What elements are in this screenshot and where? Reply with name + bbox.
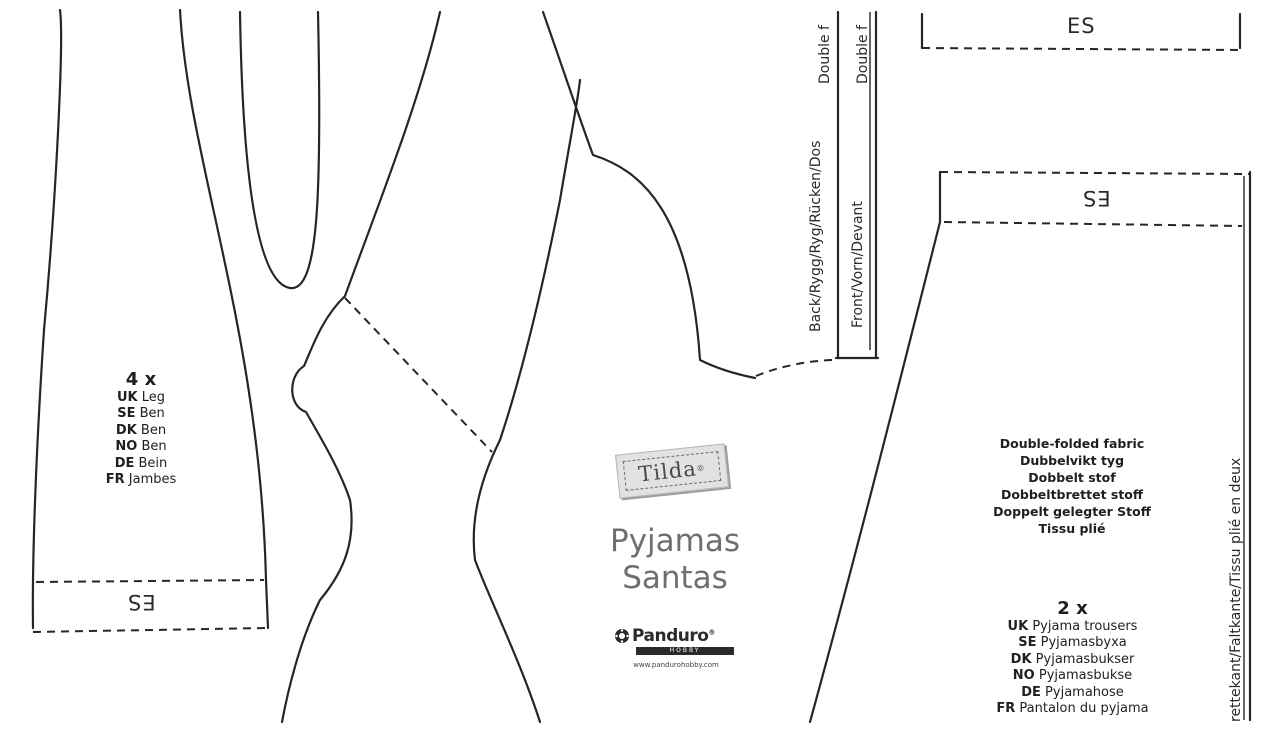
leg-row-code: DK — [115, 422, 137, 438]
trousers-row-text: Pantalon du pyjama — [1019, 701, 1149, 716]
trousers-row-text: Pyjamasbukse — [1038, 668, 1133, 683]
tilda-registered-mark: ® — [696, 463, 706, 473]
trousers-row-de: DE Pyjamahose — [990, 685, 1155, 702]
trousers-row-code: DK — [1010, 651, 1032, 667]
leg-row-code: FR — [105, 472, 125, 487]
leg-row-code: SE — [117, 406, 136, 421]
trousers-count: 2 x — [1057, 598, 1088, 619]
trousers-row-text: Pyjama trousers — [1032, 618, 1138, 634]
body-outline-left — [280, 10, 442, 724]
trousers-waist-seam-bottom — [943, 221, 1243, 227]
body-fold-label-2: Double f — [855, 25, 871, 84]
trousers-top-seam — [921, 47, 1241, 51]
trousers-row-no: NO Pyjamasbukse — [990, 668, 1155, 685]
leg-outline-left — [31, 8, 63, 630]
body-front-label: Front/Vorn/Devant — [850, 201, 866, 328]
trousers-row-dk: DK Pyjamasbukser — [990, 652, 1155, 669]
trousers-row-code: DE — [1021, 684, 1041, 700]
title-line-2: Santas — [622, 560, 728, 596]
body-outline-front — [498, 78, 582, 442]
leg-count: 4 x — [125, 369, 157, 390]
body-outline-right — [472, 438, 542, 724]
leg-row-text: Leg — [141, 389, 166, 405]
fabric-info-line: Double-folded fabric — [999, 436, 1145, 451]
leg-row-text: Ben — [141, 439, 167, 454]
body-seam-allowance — [344, 297, 493, 453]
panduro-flower-icon — [615, 629, 629, 643]
trousers-row-text: Pyjamahose — [1045, 684, 1124, 700]
leg-row-text: Jambes — [128, 472, 177, 487]
fabric-info-line: Doppelt gelegter Stoff — [993, 504, 1151, 519]
trousers-waist-seam-mark: ES — [1082, 186, 1111, 210]
title-line-1: Pyjamas — [610, 523, 740, 559]
body-seam-allowance-neck — [755, 359, 837, 377]
tilda-label-stitch: Tilda® — [622, 451, 722, 491]
trousers-row-text: Pyjamasbyxa — [1040, 635, 1127, 650]
panduro-wordmark: Panduro® — [632, 626, 715, 646]
panduro-registered-mark: ® — [708, 628, 715, 637]
leg-row-text: Ben — [140, 422, 167, 438]
trousers-fold-side-label: rettekant/Faltkante/Tissu plié en deux — [1228, 457, 1244, 722]
trousers-row-text: Pyjamasbukser — [1035, 651, 1135, 667]
trousers-row-code: SE — [1018, 635, 1037, 650]
leg-piece-info: 4 x UK Leg SE Ben DK Ben NO Ben DE Bein … — [96, 369, 186, 489]
panduro-logo: Panduro® HOBBY — [614, 626, 738, 660]
trousers-top-seam-mark: ES — [1067, 14, 1096, 38]
leg-row-code: DE — [114, 455, 135, 471]
leg-seam-allowance-top — [35, 579, 265, 583]
leg-outline-right — [178, 8, 270, 630]
trousers-row-fr: FR Pantalon du pyjama — [990, 701, 1155, 718]
leg-seam-mark: ES — [127, 590, 156, 614]
body-back-label: Back/Rygg/Ryg/Rücken/Dos — [808, 140, 824, 332]
trousers-outline-left — [808, 220, 942, 724]
leg-row-fr: FR Jambes — [96, 472, 186, 489]
leg-row-uk: UK Leg — [96, 390, 186, 407]
trousers-row-se: SE Pyjamasbyxa — [990, 635, 1155, 652]
leg-row-text: Bein — [138, 455, 168, 471]
leg-inner-loop — [238, 10, 321, 290]
body-outline-upper — [541, 10, 757, 380]
trousers-row-code: NO — [1012, 668, 1035, 683]
panduro-wordmark-text: Panduro — [632, 626, 709, 646]
leg-row-se: SE Ben — [96, 406, 186, 423]
tilda-wordmark: Tilda — [637, 456, 698, 487]
fabric-fold-info: Double-folded fabric Dubbelvikt tyg Dobb… — [975, 435, 1169, 537]
trousers-row-uk: UK Pyjama trousers — [990, 619, 1155, 636]
fabric-info-line: Dobbelt stof — [1028, 470, 1116, 485]
leg-row-dk: DK Ben — [96, 423, 186, 440]
pattern-title: Pyjamas Santas — [590, 523, 760, 597]
leg-seam-allowance-bottom — [32, 627, 269, 633]
leg-row-de: DE Bein — [96, 456, 186, 473]
fabric-info-line: Dubbelvikt tyg — [1019, 453, 1125, 468]
leg-row-code: UK — [116, 389, 138, 405]
body-fold-label-1: Double f — [817, 25, 833, 84]
fabric-info-line: Tissu plié — [1038, 521, 1106, 536]
trousers-piece-info: 2 x UK Pyjama trousers SE Pyjamasbyxa DK… — [990, 598, 1155, 718]
trousers-row-code: FR — [996, 701, 1016, 716]
trousers-top-bracket — [920, 12, 1242, 50]
panduro-url: www.pandurohobby.com — [633, 661, 719, 669]
leg-row-text: Ben — [139, 406, 165, 421]
leg-row-no: NO Ben — [96, 439, 186, 456]
trousers-row-code: UK — [1007, 618, 1029, 634]
leg-row-code: NO — [115, 439, 138, 454]
trousers-waist-seam-top — [939, 171, 1251, 175]
fabric-info-line: Dobbeltbrettet stoff — [1000, 487, 1144, 502]
panduro-hobby-bar: HOBBY — [636, 647, 734, 655]
